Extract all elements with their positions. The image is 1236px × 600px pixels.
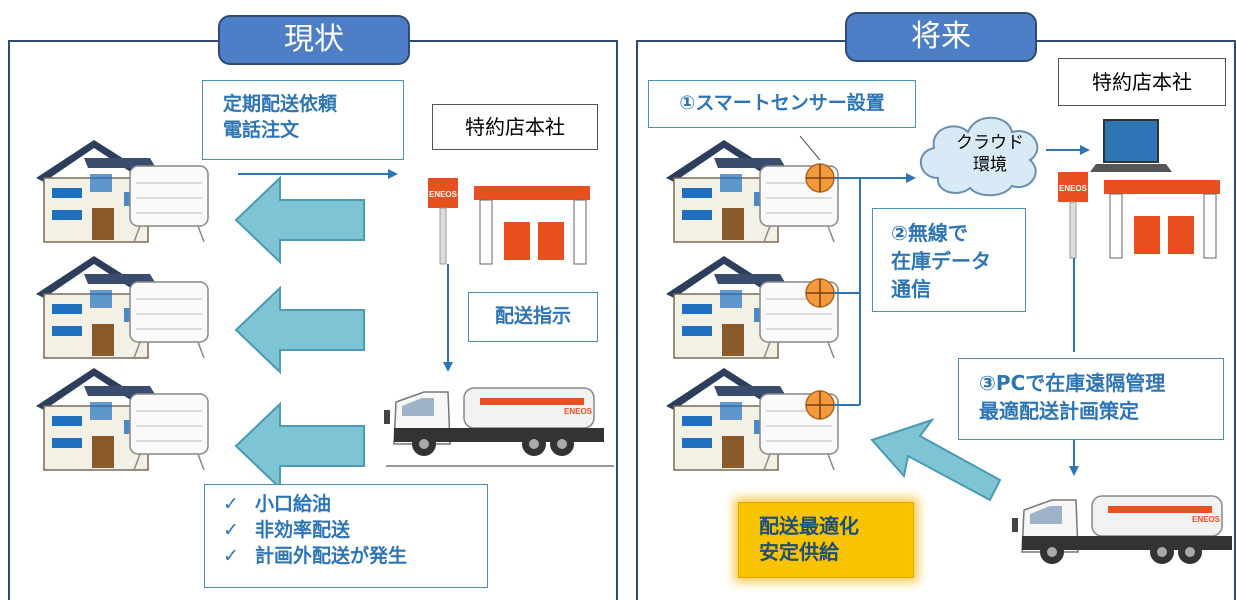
current-title: 現状 (218, 15, 410, 65)
instruction-box: 配送指示 (468, 292, 598, 342)
delivery-arrow-2 (235, 287, 365, 373)
result-box: 配送最適化 安定供給 (738, 502, 914, 578)
issues-box: ✓ 小口給油 ✓ 非効率配送 ✓ 計画外配送が発生 (204, 484, 488, 588)
house-3 (35, 367, 209, 471)
hq-label-right: 特約店本社 (1058, 58, 1226, 106)
gas-station-right (1057, 171, 1221, 259)
wireless-line-1: ②無線で (891, 221, 968, 245)
house-1 (35, 139, 209, 243)
delivery-arrow-3 (235, 403, 365, 489)
sensor-label: ①スマートセンサー設置 (679, 92, 885, 114)
cloud-line-1: クラウド (956, 133, 1024, 153)
cloud-icon (919, 116, 1039, 197)
gas-station-left (427, 177, 591, 265)
pc-box: ③PCで在庫遠隔管理 最適配送計画策定 (958, 358, 1224, 440)
tank-truck-right (1011, 495, 1233, 565)
check-icon: ✓ (223, 519, 239, 541)
tank-truck-left (383, 387, 605, 457)
sensor-icon-2 (805, 278, 835, 308)
optimized-delivery-arrow (870, 418, 1002, 502)
wireless-line-3: 通信 (891, 277, 931, 301)
house-4 (665, 139, 839, 243)
order-line-2: 電話注文 (223, 119, 300, 141)
wireless-line-2: 在庫データ (891, 249, 991, 273)
check-icon: ✓ (223, 493, 239, 515)
future-title: 将来 (845, 12, 1037, 62)
pc-line-1: ③PCで在庫遠隔管理 (979, 371, 1166, 395)
cloud-label: クラウド 環境 (940, 132, 1040, 176)
order-line-1: 定期配送依頼 (223, 93, 338, 115)
issue-item: 小口給油 (255, 493, 332, 515)
house-6 (665, 367, 839, 471)
cloud-line-2: 環境 (973, 155, 1007, 175)
wireless-box: ②無線で 在庫データ 通信 (872, 208, 1026, 312)
result-line-2: 安定供給 (759, 540, 839, 564)
order-box: 定期配送依頼 電話注文 (202, 80, 404, 160)
instruction-label: 配送指示 (494, 305, 571, 327)
house-2 (35, 255, 209, 359)
sensor-icon-1 (805, 163, 835, 193)
pc-line-2: 最適配送計画策定 (979, 399, 1139, 423)
result-line-1: 配送最適化 (759, 514, 859, 538)
laptop-icon (1090, 119, 1172, 172)
issue-item: 計画外配送が発生 (255, 545, 408, 567)
house-5 (665, 255, 839, 359)
check-icon: ✓ (223, 545, 239, 567)
sensor-icon-3 (805, 390, 835, 420)
issue-item: 非効率配送 (255, 519, 351, 541)
hq-label-left: 特約店本社 (432, 104, 598, 150)
sensor-box: ①スマートセンサー設置 (648, 80, 916, 128)
delivery-arrow-1 (235, 177, 365, 263)
